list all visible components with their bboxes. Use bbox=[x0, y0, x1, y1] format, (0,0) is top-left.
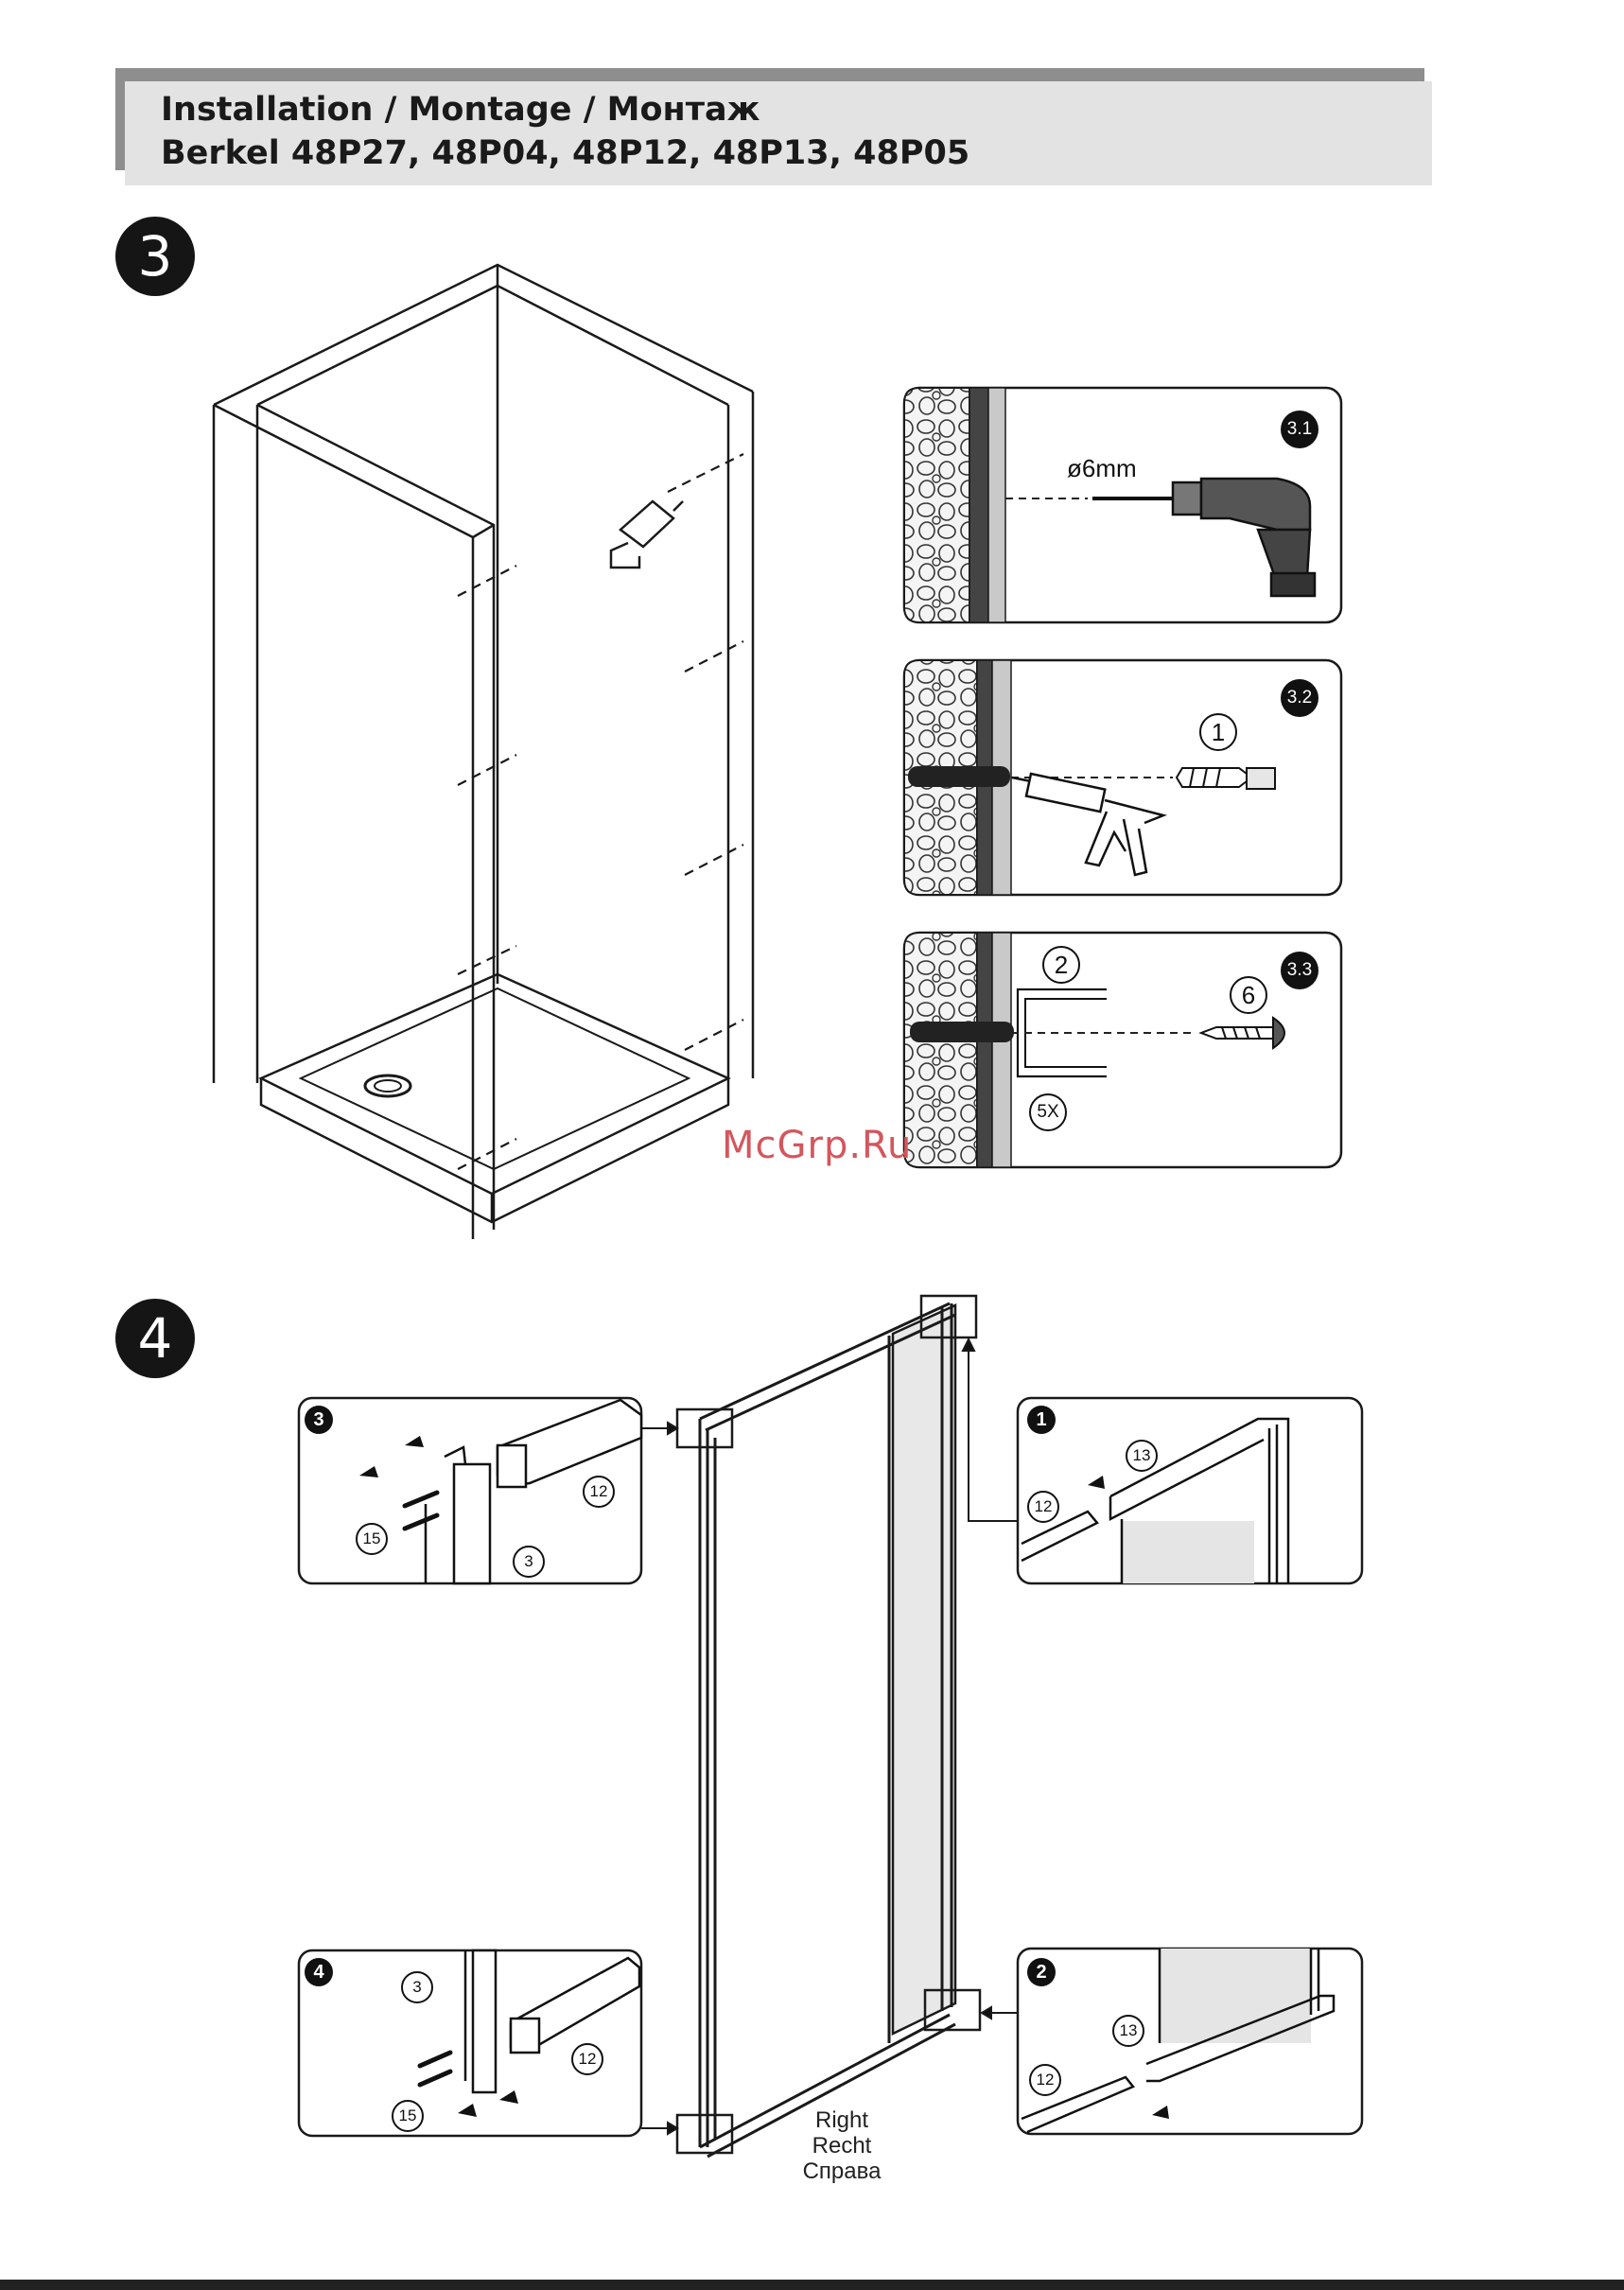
part-6-label: 6 bbox=[1230, 976, 1267, 1014]
drill-size-label: ø6mm bbox=[1067, 454, 1137, 483]
detail-panel-1 bbox=[1018, 1398, 1362, 1583]
part-2-label: 2 bbox=[1042, 946, 1080, 984]
detail-1-part-12: 12 bbox=[1027, 1491, 1059, 1523]
side-label-ru: Справа bbox=[785, 2159, 899, 2185]
panel-3-3 bbox=[904, 933, 1341, 1167]
quantity-label: 5X bbox=[1029, 1093, 1067, 1131]
detail-4-part-15: 15 bbox=[392, 2100, 424, 2132]
detail-4-part-12: 12 bbox=[571, 2043, 603, 2075]
detail-3-badge: 3 bbox=[305, 1406, 333, 1434]
detail-2-part-13: 13 bbox=[1112, 2015, 1144, 2047]
drill-marks bbox=[458, 454, 743, 1169]
detail-1-part-13: 13 bbox=[1126, 1440, 1158, 1472]
detail-connectors bbox=[641, 1339, 1018, 2134]
detail-3-part-12: 12 bbox=[583, 1476, 615, 1508]
side-label-de: Recht bbox=[785, 2133, 899, 2159]
substep-3-3-badge: 3.3 bbox=[1281, 952, 1318, 989]
drill-icon bbox=[611, 501, 683, 568]
wall-plug-icon bbox=[1177, 768, 1275, 789]
detail-3-part-15: 15 bbox=[356, 1523, 388, 1555]
part-1-label: 1 bbox=[1199, 713, 1237, 751]
detail-4-badge: 4 bbox=[305, 1958, 333, 1986]
substep-3-2-badge: 3.2 bbox=[1281, 679, 1318, 717]
door-drawing bbox=[677, 1296, 980, 2157]
enclosure-drawing bbox=[214, 265, 753, 1239]
detail-panel-2 bbox=[1018, 1949, 1362, 2134]
panel-3-2 bbox=[904, 660, 1341, 895]
detail-2-part-12: 12 bbox=[1029, 2064, 1061, 2096]
watermark: McGrp.Ru bbox=[722, 1124, 912, 1167]
side-label-en: Right bbox=[785, 2107, 899, 2134]
detail-1-badge: 1 bbox=[1027, 1406, 1056, 1434]
footer-rule bbox=[0, 2280, 1624, 2290]
detail-4-part-3: 3 bbox=[401, 1971, 433, 2003]
detail-3-part-3: 3 bbox=[513, 1546, 545, 1578]
substep-3-1-badge: 3.1 bbox=[1281, 411, 1318, 448]
panel-3-1 bbox=[904, 388, 1341, 622]
detail-2-badge: 2 bbox=[1027, 1958, 1056, 1986]
